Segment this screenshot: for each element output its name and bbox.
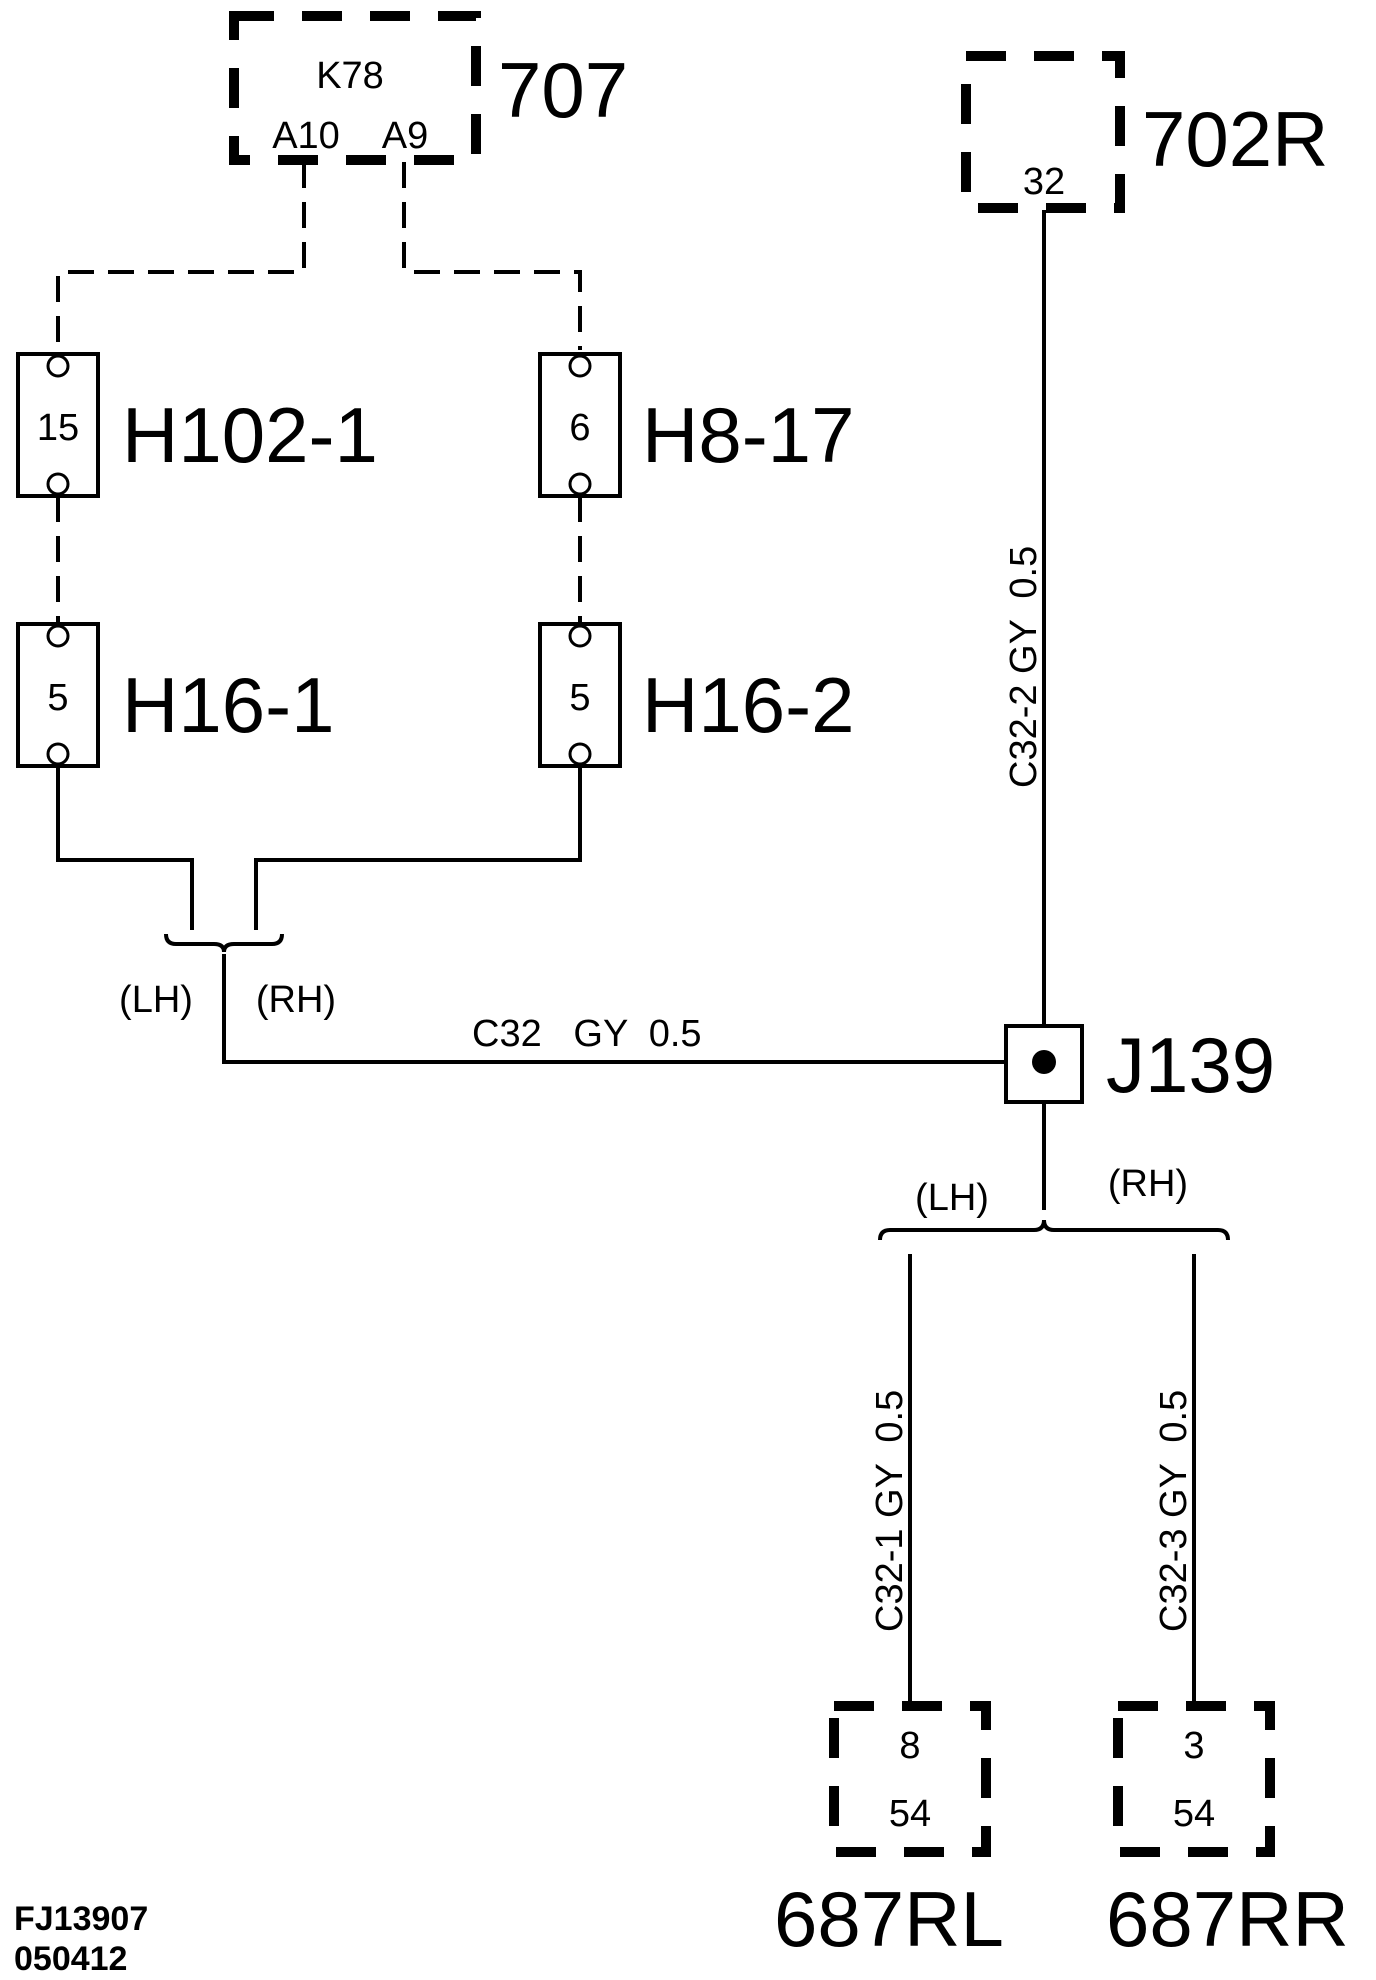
- wire-a9-to-h8: [402, 162, 582, 350]
- connector-687rr-sub: 54: [1173, 1793, 1215, 1835]
- wire-c32-2-label: C32-2 GY 0.5: [1003, 546, 1045, 788]
- connector-h16-2-pin: 5: [569, 677, 590, 719]
- right-variant-rh-label: (RH): [1108, 1163, 1188, 1205]
- wire-c32-label: C32 GY 0.5: [472, 1013, 702, 1055]
- connector-707-outline: [229, 11, 481, 165]
- connector-707-pin-a10: A10: [272, 115, 340, 157]
- connector-h16-2-designator: H16-2: [642, 661, 854, 749]
- splice-j139: J139: [1004, 1021, 1275, 1109]
- right-variant-lh-label: (LH): [915, 1177, 989, 1219]
- wire-h16-1-to-brace: [56, 766, 194, 930]
- connector-687rl: 8 54 687RL: [774, 1701, 1004, 1963]
- left-variant-rh-label: (RH): [256, 979, 336, 1021]
- wire-c32-1-label: C32-1 GY 0.5: [869, 1390, 911, 1632]
- connector-687rr-designator: 687RR: [1106, 1875, 1349, 1963]
- wire-a10-to-h102: [56, 162, 306, 350]
- connector-707-designator: 707: [498, 46, 628, 134]
- connector-h8-17-pin: 6: [569, 407, 590, 449]
- connector-h16-2-bottom-terminal: [568, 742, 592, 766]
- connector-707-pin-a9: A9: [382, 115, 428, 157]
- connector-702r-outline: [961, 51, 1125, 213]
- connector-h102-1: 15 H102-1: [16, 352, 378, 498]
- connector-h16-1-body: [16, 622, 100, 768]
- splice-j139-designator: J139: [1106, 1021, 1275, 1109]
- connector-707-part: K78: [316, 55, 384, 97]
- connector-687rl-designator: 687RL: [774, 1875, 1004, 1963]
- connector-h102-1-top-terminal: [46, 354, 70, 378]
- connector-h8-17-designator: H8-17: [642, 391, 854, 479]
- connector-h16-2: 5 H16-2: [538, 622, 854, 768]
- connector-h8-17-top-terminal: [568, 354, 592, 378]
- connector-h16-1: 5 H16-1: [16, 622, 334, 768]
- connector-687rr-outline: [1113, 1701, 1275, 1857]
- connector-h8-17-bottom-terminal: [568, 472, 592, 496]
- connector-h102-1-body: [16, 352, 100, 498]
- connector-687rl-pin: 8: [899, 1725, 920, 1767]
- left-variant-brace: [164, 933, 284, 953]
- right-variant-brace: [878, 1219, 1230, 1241]
- connector-687rl-sub: 54: [889, 1793, 931, 1835]
- connector-h16-1-top-terminal: [46, 624, 70, 648]
- connector-h102-1-bottom-terminal: [46, 472, 70, 496]
- connector-707: K78 A10 A9 707: [229, 11, 628, 165]
- connector-h8-17: 6 H8-17: [538, 352, 854, 498]
- connector-687rl-outline: [829, 1701, 991, 1857]
- figure-number: FJ13907: [14, 1900, 148, 1938]
- connector-702r-designator: 702R: [1142, 95, 1328, 183]
- connector-h8-17-body: [538, 352, 622, 498]
- wire-c32-3-label: C32-3 GY 0.5: [1153, 1390, 1195, 1632]
- connector-h16-1-bottom-terminal: [46, 742, 70, 766]
- connector-702r: 32 702R: [961, 51, 1328, 213]
- figure-date: 050412: [14, 1940, 127, 1978]
- splice-j139-node: [1032, 1050, 1056, 1074]
- connector-h16-1-designator: H16-1: [122, 661, 334, 749]
- left-variant-lh-label: (LH): [119, 979, 193, 1021]
- connector-h16-2-top-terminal: [568, 624, 592, 648]
- wire-c32: [222, 954, 1006, 1064]
- wire-h16-2-to-brace: [254, 766, 582, 930]
- connector-h102-1-designator: H102-1: [122, 391, 378, 479]
- connector-702r-pin: 32: [1023, 161, 1065, 203]
- connector-687rr-pin: 3: [1183, 1725, 1204, 1767]
- connector-687rr: 3 54 687RR: [1106, 1701, 1349, 1963]
- connector-h16-1-pin: 5: [47, 677, 68, 719]
- connector-h16-2-body: [538, 622, 622, 768]
- connector-h102-1-pin: 15: [37, 407, 79, 449]
